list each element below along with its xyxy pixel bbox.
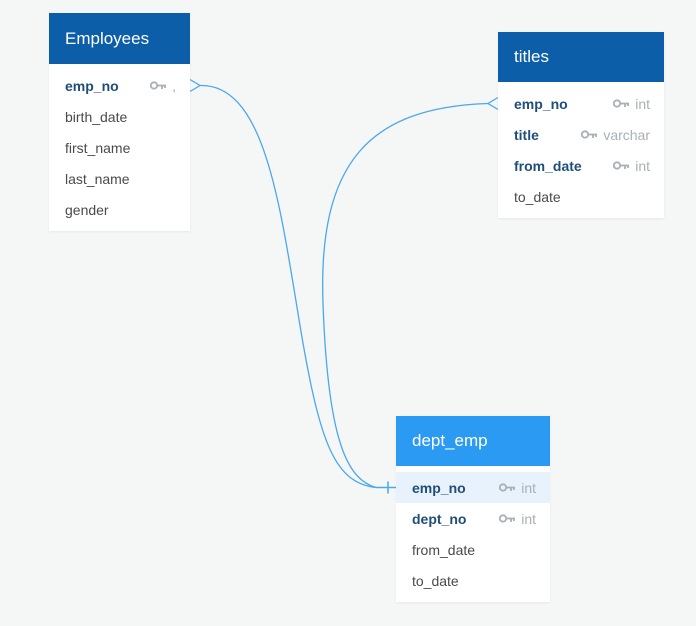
column-name: birth_date bbox=[65, 108, 128, 125]
column-name: emp_no bbox=[412, 479, 466, 496]
key-icon bbox=[581, 130, 598, 139]
relationship-line-1 bbox=[199, 84, 396, 489]
column-row-employees-last-name[interactable]: last_name bbox=[49, 163, 190, 194]
column-type: varchar bbox=[603, 126, 650, 143]
column-meta: , bbox=[150, 70, 176, 101]
column-row-dept-emp-from-date[interactable]: from_date bbox=[396, 534, 550, 565]
key-icon bbox=[499, 514, 516, 523]
column-row-titles-title[interactable]: title varchar bbox=[498, 119, 664, 150]
key-icon bbox=[150, 81, 167, 90]
table-titles-header[interactable]: titles bbox=[498, 32, 664, 82]
column-row-titles-to-date[interactable]: to_date bbox=[498, 181, 664, 212]
column-row-titles-emp-no[interactable]: emp_no int bbox=[498, 88, 664, 119]
key-icon bbox=[499, 483, 516, 492]
column-row-dept-emp-emp-no[interactable]: emp_no int bbox=[396, 472, 550, 503]
column-name: emp_no bbox=[514, 95, 568, 112]
relationship-line-2 bbox=[322, 102, 489, 489]
column-type: int bbox=[635, 157, 650, 174]
column-name: to_date bbox=[514, 188, 561, 205]
column-name: to_date bbox=[412, 572, 459, 589]
column-name: title bbox=[514, 126, 539, 143]
table-employees-title: Employees bbox=[65, 28, 150, 48]
column-row-titles-from-date[interactable]: from_date int bbox=[498, 150, 664, 181]
table-titles-title: titles bbox=[514, 47, 549, 66]
column-type: int bbox=[635, 95, 650, 112]
table-dept-emp-title: dept_emp bbox=[412, 431, 488, 450]
column-type: int bbox=[521, 510, 536, 527]
column-name: gender bbox=[65, 201, 109, 218]
column-type: int bbox=[521, 479, 536, 496]
column-meta: int bbox=[613, 150, 650, 181]
column-type: , bbox=[172, 77, 176, 94]
column-name: from_date bbox=[412, 541, 476, 558]
column-row-dept-emp-dept-no[interactable]: dept_no int bbox=[396, 503, 550, 534]
column-meta: int bbox=[499, 472, 536, 503]
column-row-employees-first-name[interactable]: first_name bbox=[49, 132, 190, 163]
column-name: last_name bbox=[65, 170, 130, 187]
table-dept-emp-header[interactable]: dept_emp bbox=[396, 416, 550, 466]
column-name: from_date bbox=[514, 157, 582, 174]
table-employees-header[interactable]: Employees bbox=[49, 13, 190, 64]
crows-foot-marker-2 bbox=[486, 96, 499, 111]
key-icon bbox=[613, 161, 630, 170]
column-row-employees-emp-no[interactable]: emp_no, bbox=[49, 70, 190, 101]
key-icon bbox=[613, 99, 630, 108]
column-name: emp_no bbox=[65, 77, 119, 94]
column-meta: int bbox=[613, 88, 650, 119]
column-name: dept_no bbox=[412, 510, 467, 527]
column-row-dept-emp-to-date[interactable]: to_date bbox=[396, 565, 550, 596]
crows-foot-marker-1 bbox=[189, 78, 202, 93]
column-meta: int bbox=[499, 503, 536, 534]
column-name: first_name bbox=[65, 139, 131, 156]
column-row-employees-gender[interactable]: gender bbox=[49, 194, 190, 225]
column-meta: varchar bbox=[581, 119, 650, 150]
column-row-employees-birth-date[interactable]: birth_date bbox=[49, 101, 190, 132]
